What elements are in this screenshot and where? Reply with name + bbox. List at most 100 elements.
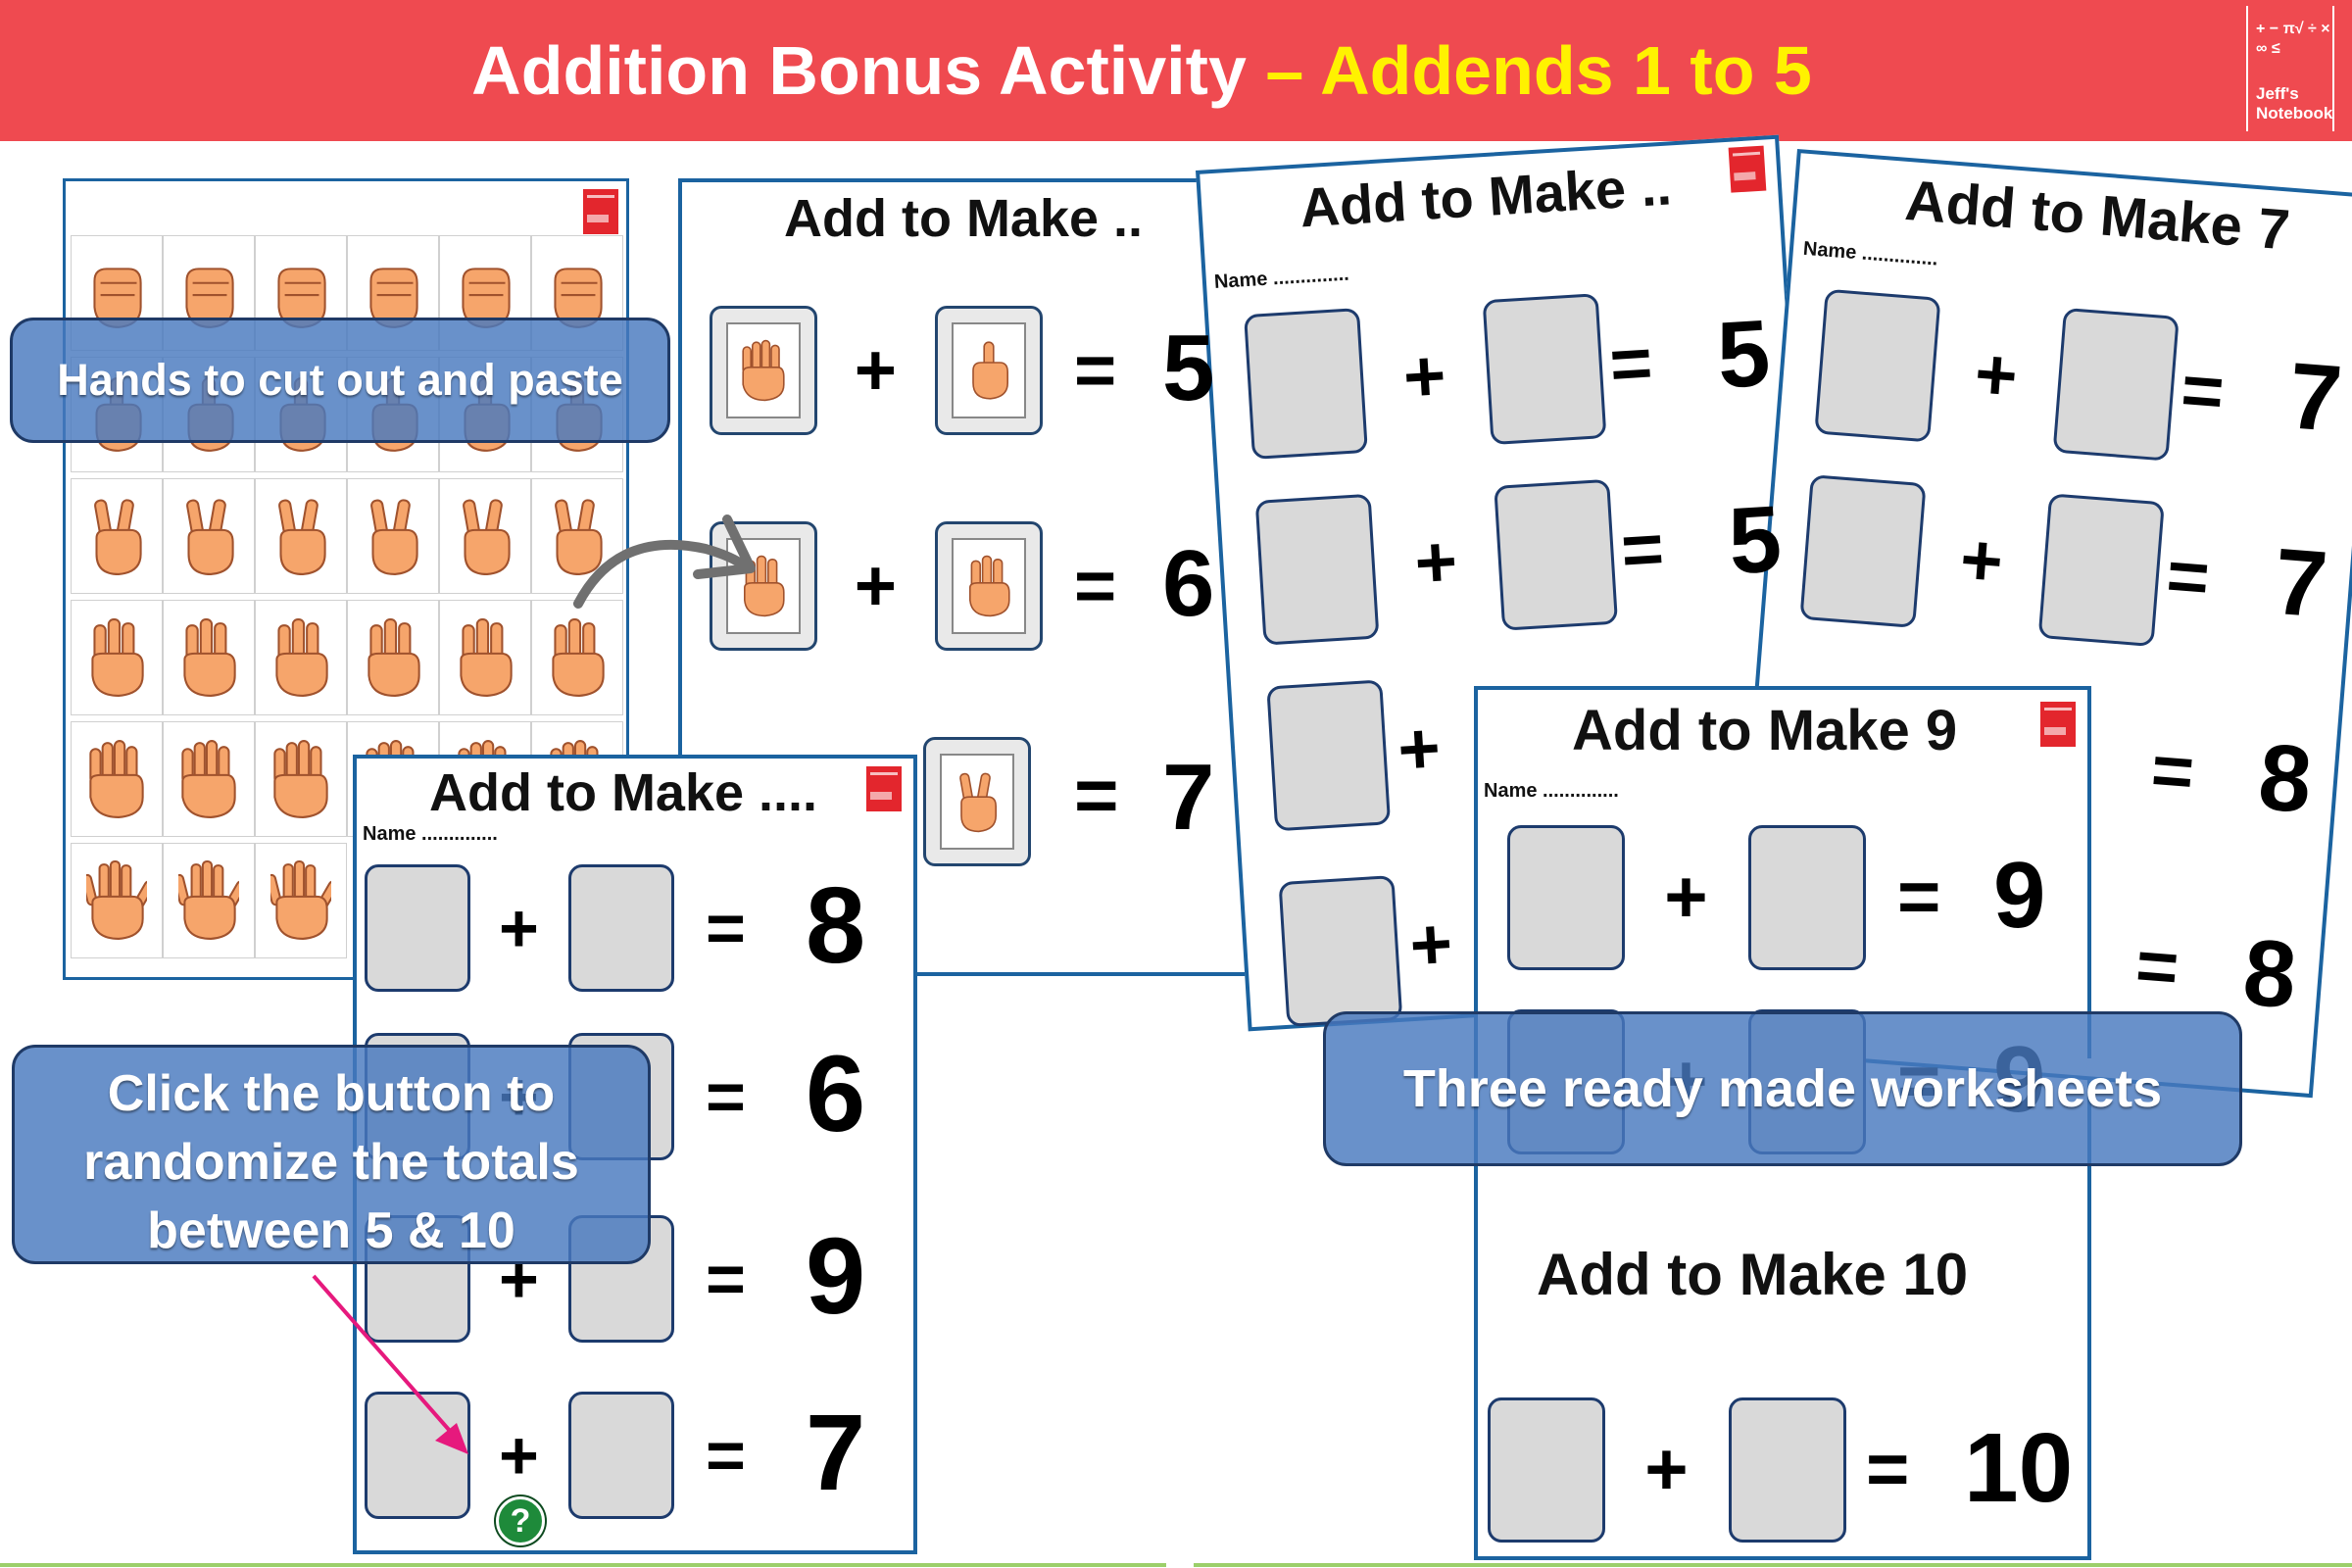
answer-box[interactable]: [1814, 288, 1941, 443]
callout-worksheets: Three ready made worksheets: [1323, 1011, 2242, 1166]
plus-sign: +: [1972, 332, 2021, 417]
plus-sign: +: [1407, 902, 1455, 987]
hand-3-icon: [178, 617, 239, 698]
hand-2-icon: [363, 496, 423, 576]
answer-box[interactable]: [1729, 1397, 1846, 1543]
answer-box[interactable]: [1278, 874, 1403, 1027]
hand-cell: [255, 478, 347, 594]
sheet-title: Add to Make 7: [1902, 168, 2292, 263]
callout-worksheets-text: Three ready made worksheets: [1402, 1059, 2163, 1118]
total-value: 5: [1162, 316, 1215, 421]
logo-math-symbols: + − π√ ÷ × ∞ ≤: [2256, 21, 2330, 57]
answer-box[interactable]: [365, 864, 470, 992]
hand-4-icon: [86, 739, 147, 819]
hand-4-icon: [178, 739, 239, 819]
hand-2-icon: [547, 496, 608, 576]
plus-sign: +: [1400, 333, 1448, 418]
plus-sign: +: [1395, 706, 1444, 791]
hand-2-icon: [178, 496, 239, 576]
hand-cell: [255, 600, 347, 715]
hand-card-inner: [726, 538, 801, 634]
hand-card: [710, 521, 817, 651]
total-value: 9: [806, 1215, 866, 1337]
hand-3-icon: [455, 617, 515, 698]
plus-sign: +: [499, 1417, 539, 1494]
sheet-logo: [583, 189, 618, 234]
hand-3-icon: [965, 552, 1012, 620]
hand-card: [935, 306, 1043, 435]
hand-cell: [71, 478, 163, 594]
answer-box[interactable]: [1494, 478, 1619, 631]
hand-3-icon: [86, 617, 147, 698]
bottom-rule-right: [1194, 1563, 2352, 1567]
sheet-title: Add to Make 10: [1537, 1242, 1969, 1307]
hand-cell: [163, 843, 255, 958]
name-field-label: Name ..............: [1213, 263, 1350, 294]
total-value: 10: [1964, 1413, 2074, 1523]
answer-box[interactable]: [1482, 293, 1607, 446]
sheet-title: Add to Make ..: [1298, 154, 1674, 239]
hand-3-icon: [547, 617, 608, 698]
equals-sign: =: [706, 1058, 746, 1135]
answer-box[interactable]: [2037, 493, 2165, 648]
callout-randomize: Click the button to randomize the totals…: [12, 1045, 651, 1264]
hand-3-icon: [740, 552, 787, 620]
answer-box[interactable]: [1748, 825, 1866, 970]
equals-sign: =: [1866, 1428, 1910, 1511]
answer-box[interactable]: [1799, 474, 1927, 628]
page-title: Addition Bonus Activity – Addends 1 to 5: [0, 0, 2283, 141]
total-value: 9: [1993, 843, 2046, 949]
plus-sign: +: [1664, 856, 1708, 939]
answer-box[interactable]: [1488, 1397, 1605, 1543]
plus-sign: +: [1644, 1428, 1689, 1511]
title-highlight: – Addends 1 to 5: [1265, 32, 1812, 109]
sheet-logo: [866, 766, 902, 811]
hand-2-icon: [954, 767, 1001, 836]
name-field-label: Name ..............: [1802, 237, 1939, 270]
hand-cell: [531, 478, 623, 594]
total-value: 8: [806, 864, 866, 986]
answer-box[interactable]: [1254, 493, 1380, 646]
hand-cell: [255, 843, 347, 958]
hand-2-icon: [86, 496, 147, 576]
answer-box[interactable]: [1266, 679, 1392, 832]
hand-cell: [347, 478, 439, 594]
hand-card-inner: [952, 322, 1026, 418]
equals-sign: =: [706, 1417, 746, 1494]
hand-2-icon: [270, 496, 331, 576]
total-value: 6: [1162, 531, 1215, 637]
answer-box[interactable]: [568, 1392, 674, 1519]
hand-cell: [71, 721, 163, 837]
answer-box[interactable]: [365, 1392, 470, 1519]
hand-cell: [163, 600, 255, 715]
hand-cell: [347, 600, 439, 715]
total-value: 5: [1714, 300, 1774, 409]
equals-sign: =: [1897, 856, 1941, 939]
total-value: 7: [1162, 745, 1215, 850]
answer-box[interactable]: [1507, 825, 1625, 970]
randomize-button[interactable]: ?: [496, 1496, 545, 1545]
hand-cell: [439, 478, 531, 594]
answer-box[interactable]: [2052, 307, 2180, 462]
hand-cell: [163, 721, 255, 837]
sheet-title: Add to Make ..: [784, 189, 1144, 248]
total-value: 7: [806, 1392, 866, 1513]
total-value: 7: [2284, 343, 2346, 453]
hand-cell: [439, 600, 531, 715]
callout-randomize-line3: between 5 & 10: [147, 1202, 515, 1259]
sheet-logo: [1728, 145, 1767, 193]
plus-sign: +: [1957, 517, 2006, 603]
hand-card: [710, 306, 817, 435]
hand-3-icon: [270, 617, 331, 698]
title-main: Addition Bonus Activity: [471, 32, 1247, 109]
hand-cell: [255, 721, 347, 837]
hand-card-inner: [940, 754, 1014, 850]
hand-5-icon: [178, 860, 239, 941]
answer-box[interactable]: [1244, 308, 1368, 461]
total-value: 8: [2239, 919, 2300, 1029]
hand-4-icon: [740, 336, 787, 405]
answer-box[interactable]: [568, 864, 674, 992]
equals-sign: =: [1074, 545, 1117, 626]
hand-card: [935, 521, 1043, 651]
equals-sign: =: [706, 890, 746, 966]
